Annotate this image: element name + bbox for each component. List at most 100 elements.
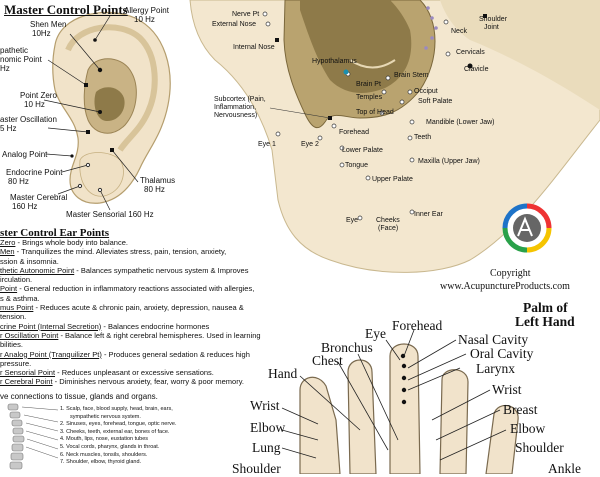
description-point-name: Point [0, 284, 18, 294]
description-row: Point - General reduction in inflammator… [0, 284, 286, 293]
description-text: - Reduces acute & chronic pain, anxiety,… [33, 303, 244, 313]
description-text: bilities. [0, 340, 23, 350]
description-row: r Sensorial Point - Reduces unpleasant o… [0, 368, 286, 377]
descriptions-title: ster Control Ear Points [0, 227, 110, 239]
description-row: s & asthma. [0, 294, 286, 303]
description-point-name: Zero [0, 238, 16, 247]
description-text: - General reduction in inflammatory reac… [17, 284, 255, 294]
spine-list-item: 2. Sinuses, eyes, forehead, tongue, opti… [60, 421, 177, 428]
description-text: s & asthma. [0, 293, 40, 303]
head-ear-inner [300, 0, 412, 93]
connections-label: ve connections to tissue, glands and org… [0, 392, 158, 401]
hand-label-ankle: Ankle [548, 461, 581, 476]
label-hypothalamus: Hypothalamus [312, 58, 357, 65]
spine-list-item: 5. Vocal cords, pharynx, glands in throa… [60, 443, 160, 450]
hand-label-elbow-right: Elbow [510, 421, 546, 436]
label-internal-nose: Internal Nose [233, 44, 275, 51]
label-brain-pt: Brain Pt [356, 81, 381, 88]
label-master-oscillation: aster Oscillation [0, 115, 57, 124]
brand-logo [502, 203, 552, 253]
label-sympathetic-1: pathetic [0, 46, 29, 55]
descriptions-list: Zero - Brings whole body into balance.Me… [0, 238, 286, 387]
description-text: tension. [0, 312, 27, 322]
label-occiput: Occiput [414, 88, 438, 95]
hand-label-wrist-left: Wrist [250, 398, 280, 413]
label-point-zero-hz: 10 Hz [24, 100, 45, 109]
label-eye-2: Eye 2 [301, 141, 319, 148]
label-shen-men-hz: 10Hz [32, 29, 51, 38]
description-point-name: Men [0, 247, 15, 257]
label-shoulder-joint-1: Shoulder [479, 16, 508, 23]
master-points-title: Master Control Points [4, 2, 128, 17]
hand-label-shoulder-right: Shoulder [515, 440, 564, 455]
label-top-of-head: Top of Head [356, 109, 394, 116]
label-sympathetic-2: nomic Point [0, 55, 42, 64]
ear-helix [65, 24, 158, 152]
description-point-name: mus Point [0, 303, 34, 313]
description-point-name: r Analog Point (Tranquilizer Pt) [0, 349, 102, 359]
label-analog-point: Analog Point [2, 150, 48, 159]
head-ear-antihelix [349, 59, 396, 69]
label-master-cerebral-hz: 160 Hz [12, 202, 38, 211]
spine-list-item: 6. Neck muscles, tonsils, shoulders. [60, 451, 148, 458]
description-text: - Diminishes nervous anxiety, fear, worr… [52, 377, 244, 387]
spine-list-item: 3. Cheeks, teeth, external ear, bones of… [60, 428, 170, 435]
label-brain-stem: Brain Stem [394, 72, 429, 79]
label-sympathetic-3: Hz [0, 64, 10, 73]
hand-label-breast: Breast [503, 402, 538, 417]
label-allergy-point: Allergy Point [124, 6, 169, 15]
label-inner-ear: Inner Ear [414, 211, 443, 218]
description-row: ssion & insomnia. [0, 257, 286, 266]
description-text: ssion & insomnia. [0, 256, 59, 266]
description-row: r Oscillation Point - Balance left & rig… [0, 331, 286, 340]
spine-list: 1. Scalp, face, blood supply, head, brai… [60, 406, 177, 467]
hand-title-1: Palm of [523, 300, 568, 315]
description-row: mus Point - Reduces acute & chronic pain… [0, 303, 286, 312]
label-master-cerebral: Master Cerebral [10, 193, 68, 202]
description-point-name: thetic Autonomic Point [0, 265, 75, 275]
label-subcortex-1: Subcortex (Pain, [214, 96, 266, 103]
description-row: pressure. [0, 359, 286, 368]
description-row: irculation. [0, 275, 286, 284]
hand-label-lung: Lung [252, 440, 281, 455]
spine-list-item: 4. Mouth, lips, nose, eustation tubes [60, 436, 149, 443]
label-allergy-hz: 10 Hz [134, 15, 155, 24]
label-subcortex-3: Nervousness) [214, 112, 258, 119]
description-text: - Brings whole body into balance. [15, 238, 129, 247]
label-upper-palate: Upper Palate [372, 176, 413, 183]
hand-label-wrist-right: Wrist [492, 382, 522, 397]
hand-label-forehead: Forehead [392, 318, 443, 333]
label-temples: Temples [356, 94, 383, 101]
description-row: Zero - Brings whole body into balance. [0, 238, 286, 247]
label-cheeks-1: Cheeks [376, 217, 400, 224]
ear-lobe [79, 152, 124, 197]
label-mandible: Mandible (Lower Jaw) [426, 119, 495, 126]
hand-illustration [281, 329, 519, 474]
hand-label-oral-cavity: Oral Cavity [470, 346, 534, 361]
description-row: crine Point (Internal Secretion) - Balan… [0, 322, 286, 331]
spine-illustration [7, 403, 25, 470]
description-text: - Balances sympathetic nervous system & … [74, 265, 249, 275]
description-text: - Balances endocrine hormones [101, 321, 210, 331]
description-row: thetic Autonomic Point - Balances sympat… [0, 266, 286, 275]
description-point-name: r Sensorial Point [0, 368, 56, 378]
label-eye-1: Eye 1 [258, 141, 276, 148]
hand-label-eye: Eye [365, 326, 386, 341]
site-label: www.AcupunctureProducts.com [440, 281, 570, 292]
label-master-oscillation-hz: 5 Hz [0, 124, 17, 133]
label-nerve-pt: Nerve Pt [232, 11, 260, 18]
label-clavicle: Clavicle [464, 66, 489, 73]
neck-shade [440, 0, 600, 110]
label-thalamus: Thalamus [140, 176, 176, 185]
description-point-name: crine Point (Internal Secretion) [0, 321, 102, 331]
spine-list-item: sympathetic nervous system. [70, 413, 141, 420]
description-text: pressure. [0, 358, 32, 368]
hand-label-larynx: Larynx [476, 361, 515, 376]
label-teeth: Teeth [414, 134, 432, 141]
hand-label-chest: Chest [312, 353, 343, 368]
label-external-nose: External Nose [212, 21, 256, 28]
label-master-sensorial: Master Sensorial 160 Hz [66, 210, 154, 219]
description-row: tension. [0, 312, 286, 321]
label-endocrine-point: Endocrine Point [6, 168, 63, 177]
